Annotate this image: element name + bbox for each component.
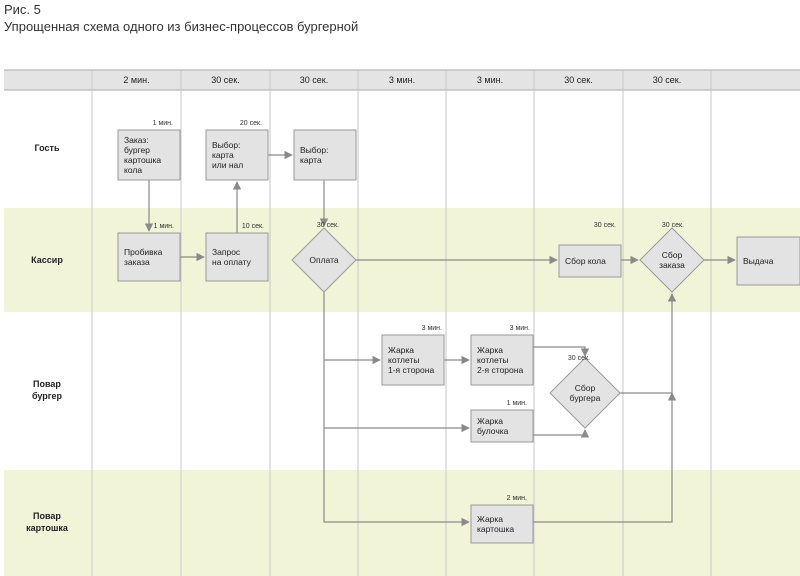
step-box-patty2 [470, 334, 534, 386]
step-label-burger-assembly: Сбор [575, 383, 596, 393]
step-label-patty2: котлеты [477, 355, 508, 365]
step-label-patty1: 1-я сторона [388, 365, 434, 375]
step-box-fries [470, 504, 534, 544]
step-label-burger-assembly: бургера [570, 393, 601, 403]
step-label-punch: Пробивка [124, 247, 163, 257]
connector-arrow [323, 428, 470, 527]
step-box-bun [470, 409, 534, 443]
decision-diamond-payment [291, 227, 357, 293]
step-label-patty1: котлеты [388, 355, 419, 365]
step-duration-burger-assembly: 30 сек. [568, 355, 590, 362]
figure-label: Рис. 5 [4, 2, 41, 17]
step-label-patty1: Жарка [388, 345, 414, 355]
step-duration-fries: 2 мин. [507, 495, 527, 502]
step-label-bun: булочка [477, 426, 509, 436]
step-label-pay-request: Запрос [212, 247, 241, 257]
step-duration-patty1: 3 мин. [422, 325, 442, 332]
step-duration-payment: 30 сек. [317, 222, 339, 229]
step-label-order: Заказ: [124, 135, 149, 145]
lane-background [4, 470, 800, 576]
connector-arrow [533, 392, 677, 523]
step-duration-pay-request: 10 сек. [242, 223, 264, 230]
lane-label-guest: Гость [35, 143, 60, 153]
step-label-choice: Выбор: [212, 140, 240, 150]
header-row [4, 70, 800, 90]
column-duration-header: 30 сек. [653, 75, 681, 85]
step-label-bun: Жарка [477, 416, 503, 426]
step-box-handout [736, 236, 800, 286]
lane-label-fries-cook: Повар [33, 511, 61, 521]
decision-diamond-order-assembly [639, 227, 705, 293]
step-label-patty2: 2-я сторона [477, 365, 523, 375]
lane-label-fries-cook: картошка [26, 523, 69, 533]
step-box-choice-card [293, 129, 357, 181]
lane-label-burger-cook: бургер [32, 391, 63, 401]
step-label-order-assembly: Сбор [662, 250, 683, 260]
column-duration-header: 30 сек. [300, 75, 328, 85]
column-duration-header: 3 мин. [389, 75, 415, 85]
step-label-order: картошка [124, 155, 161, 165]
step-label-order: бургер [124, 145, 150, 155]
step-duration-cola: 30 сек. [594, 222, 616, 229]
step-label-order-assembly: заказа [659, 260, 685, 270]
step-duration-bun: 1 мин. [507, 400, 527, 407]
step-label-order: кола [124, 165, 142, 175]
decision-diamond-burger-assembly [549, 357, 621, 429]
step-label-choice: карта [212, 150, 234, 160]
lane-label-burger-cook: Повар [33, 379, 61, 389]
step-box-choice [205, 129, 269, 181]
lane-label-cashier: Кассир [31, 255, 63, 265]
connector-arrow [533, 346, 590, 357]
step-label-pay-request: на оплату [212, 257, 252, 267]
step-box-pay-request [205, 232, 269, 282]
step-box-patty1 [381, 334, 445, 386]
step-label-cola: Сбор кола [565, 256, 606, 266]
step-duration-punch: 1 мин. [154, 223, 174, 230]
step-duration-patty2: 3 мин. [510, 325, 530, 332]
step-box-order [117, 129, 181, 181]
column-duration-header: 30 сек. [564, 75, 592, 85]
step-label-payment: Оплата [309, 255, 339, 265]
step-label-choice-card: Выбор: [300, 145, 328, 155]
step-duration-choice: 20 сек. [240, 120, 262, 127]
connector-arrow [533, 429, 590, 438]
column-duration-header: 3 мин. [477, 75, 503, 85]
step-label-punch: заказа [124, 257, 150, 267]
column-duration-header: 30 сек. [211, 75, 239, 85]
step-label-choice: или нал [212, 160, 243, 170]
step-label-choice-card: карта [300, 155, 322, 165]
step-box-cola [558, 244, 622, 278]
step-label-patty2: Жарка [477, 345, 503, 355]
column-duration-header: 2 мин. [123, 75, 149, 85]
step-duration-order: 1 мин. [153, 120, 173, 127]
step-label-handout: Выдача [743, 256, 774, 266]
figure-title: Упрощенная схема одного из бизнес-процес… [4, 19, 359, 34]
step-box-punch [117, 232, 181, 282]
step-duration-order-assembly: 30 сек. [662, 222, 684, 229]
step-label-fries: Жарка [477, 514, 503, 524]
step-label-fries: картошка [477, 524, 514, 534]
